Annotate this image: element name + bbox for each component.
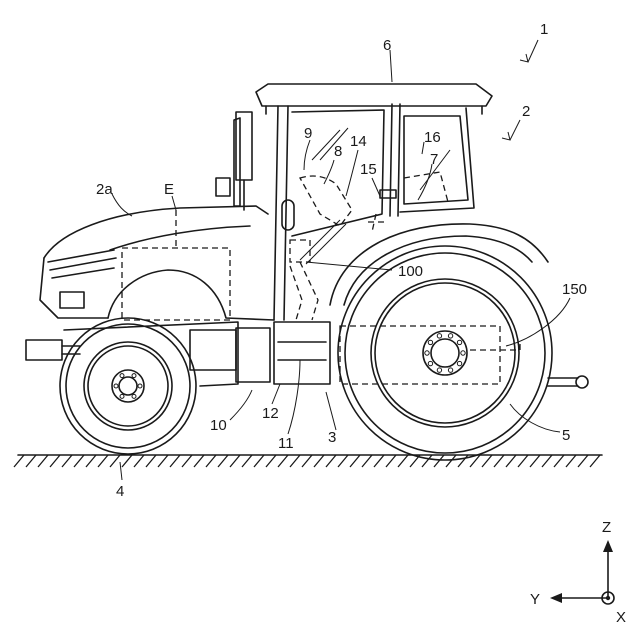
ground-hatch-mark [62, 455, 72, 467]
label-5: 5 [562, 427, 570, 444]
axis-label-z: Z [602, 519, 611, 536]
label-9: 9 [304, 125, 312, 142]
ground-hatch-mark [158, 455, 168, 467]
ground-hatch-mark [86, 455, 96, 467]
ground-hatch-mark [386, 455, 396, 467]
label-12: 12 [262, 405, 279, 422]
ground-hatch-mark [338, 455, 348, 467]
ground-hatch-mark [134, 455, 144, 467]
wheel-bolt [448, 334, 452, 338]
wheel-bolt [425, 351, 429, 355]
ground-hatch-mark [362, 455, 372, 467]
wheel-bolt [457, 361, 461, 365]
ground-hatch-mark [206, 455, 216, 467]
rear-hitch [548, 376, 588, 388]
reference-labels: 1 2 2a E 6 9 14 8 16 15 7 100 150 10 12 … [96, 21, 587, 500]
label-E: E [164, 181, 174, 198]
ground-hatch-mark [374, 455, 384, 467]
wheel-bolt [428, 340, 432, 344]
ground-hatch-mark [194, 455, 204, 467]
ground-hatch-mark [278, 455, 288, 467]
ground-hatch-mark [530, 455, 540, 467]
ground-hatch-mark [50, 455, 60, 467]
wheel-bolt [114, 384, 118, 388]
ground-hatch-mark [218, 455, 228, 467]
ground-hatch-mark [266, 455, 276, 467]
ground-hatch-mark [230, 455, 240, 467]
ground [14, 455, 602, 467]
axis-label-y: Y [530, 591, 540, 608]
wheel-bolt [457, 340, 461, 344]
label-10: 10 [210, 417, 227, 434]
ground-hatch-mark [494, 455, 504, 467]
label-2a: 2a [96, 181, 113, 198]
coordinate-axes: Z Y X [530, 519, 626, 626]
ground-hatch-mark [566, 455, 576, 467]
ground-hatch-mark [458, 455, 468, 467]
label-2: 2 [522, 103, 530, 120]
ground-hatch-mark [398, 455, 408, 467]
wheel-bolt [428, 361, 432, 365]
hood [40, 118, 274, 320]
label-4: 4 [116, 483, 124, 500]
label-8: 8 [334, 143, 342, 160]
ground-hatch-mark [242, 455, 252, 467]
ground-hatch-mark [14, 455, 24, 467]
ground-hatch-mark [578, 455, 588, 467]
front-bumper [26, 340, 80, 360]
rear-fender [330, 224, 548, 305]
ground-hatch-mark [290, 455, 300, 467]
ground-hatch-mark [590, 455, 600, 467]
ground-hatch-mark [302, 455, 312, 467]
ground-hatch-mark [254, 455, 264, 467]
label-100: 100 [398, 263, 423, 280]
wheel-bolt [132, 374, 136, 378]
label-3: 3 [328, 429, 336, 446]
label-15: 15 [360, 161, 377, 178]
cab [236, 84, 492, 320]
wheel-bolt [448, 368, 452, 372]
ground-hatch-mark [554, 455, 564, 467]
ground-hatch-mark [326, 455, 336, 467]
wheel-bolt [437, 368, 441, 372]
ground-hatch-mark [110, 455, 120, 467]
ground-hatch-mark [182, 455, 192, 467]
ground-hatch-mark [170, 455, 180, 467]
ground-hatch-mark [146, 455, 156, 467]
ground-hatch-mark [506, 455, 516, 467]
wheel-bolt [120, 394, 124, 398]
ground-hatch-mark [98, 455, 108, 467]
label-6: 6 [383, 37, 391, 54]
engine-box [122, 248, 230, 320]
rear-wheel [338, 246, 552, 460]
label-150: 150 [562, 281, 587, 298]
ground-hatch-mark [542, 455, 552, 467]
wheel-bolt [437, 334, 441, 338]
ground-hatch-mark [482, 455, 492, 467]
ground-hatch-mark [518, 455, 528, 467]
wheel-bolt [132, 394, 136, 398]
ground-hatch-mark [446, 455, 456, 467]
ground-hatch-mark [74, 455, 84, 467]
label-16: 16 [424, 129, 441, 146]
ground-hatch-mark [38, 455, 48, 467]
front-wheel [60, 318, 196, 454]
wheel-bolt [461, 351, 465, 355]
ground-hatch-mark [314, 455, 324, 467]
label-1: 1 [540, 21, 548, 38]
label-7: 7 [430, 151, 438, 168]
axis-label-x: X [616, 609, 626, 626]
ground-hatch-mark [122, 455, 132, 467]
ground-hatch-mark [350, 455, 360, 467]
roof [256, 84, 492, 106]
label-11: 11 [278, 435, 294, 452]
wheel-bolt [138, 384, 142, 388]
ground-hatch-mark [434, 455, 444, 467]
label-14: 14 [350, 133, 367, 150]
ground-hatch-mark [26, 455, 36, 467]
ground-hatch-mark [422, 455, 432, 467]
wheel-bolt [120, 374, 124, 378]
